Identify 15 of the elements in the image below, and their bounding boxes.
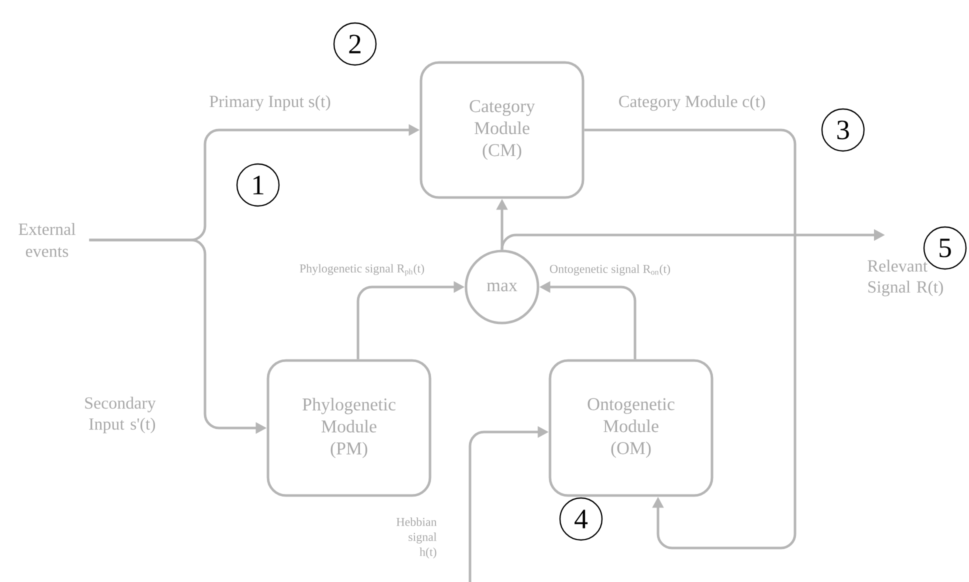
callout-number: 2 bbox=[333, 22, 377, 66]
arrow bbox=[584, 128, 796, 550]
edge-label: Primary Input s(t) bbox=[210, 95, 330, 111]
module-box: Phylogenetic Module (PM) bbox=[266, 359, 432, 497]
module-box: Category Module (CM) bbox=[420, 61, 584, 199]
edge-label: Secondary Input s'(t) bbox=[85, 396, 156, 434]
edge-label: Phylogenetic signal R$_{ph}$(t) bbox=[300, 264, 424, 276]
text-label: External events bbox=[18, 223, 76, 257]
edge-label: Category Module c(t) bbox=[619, 95, 765, 111]
callout-number: 1 bbox=[236, 163, 280, 207]
callout-number: 3 bbox=[821, 108, 865, 152]
module-box: Ontogenetic Module (OM) bbox=[548, 359, 714, 497]
callout-number: 4 bbox=[559, 497, 603, 541]
edge-label: Hebbian signal h(t) bbox=[396, 518, 437, 558]
edge-label: Ontogenetic signal R$_{on}$(t) bbox=[550, 264, 670, 276]
